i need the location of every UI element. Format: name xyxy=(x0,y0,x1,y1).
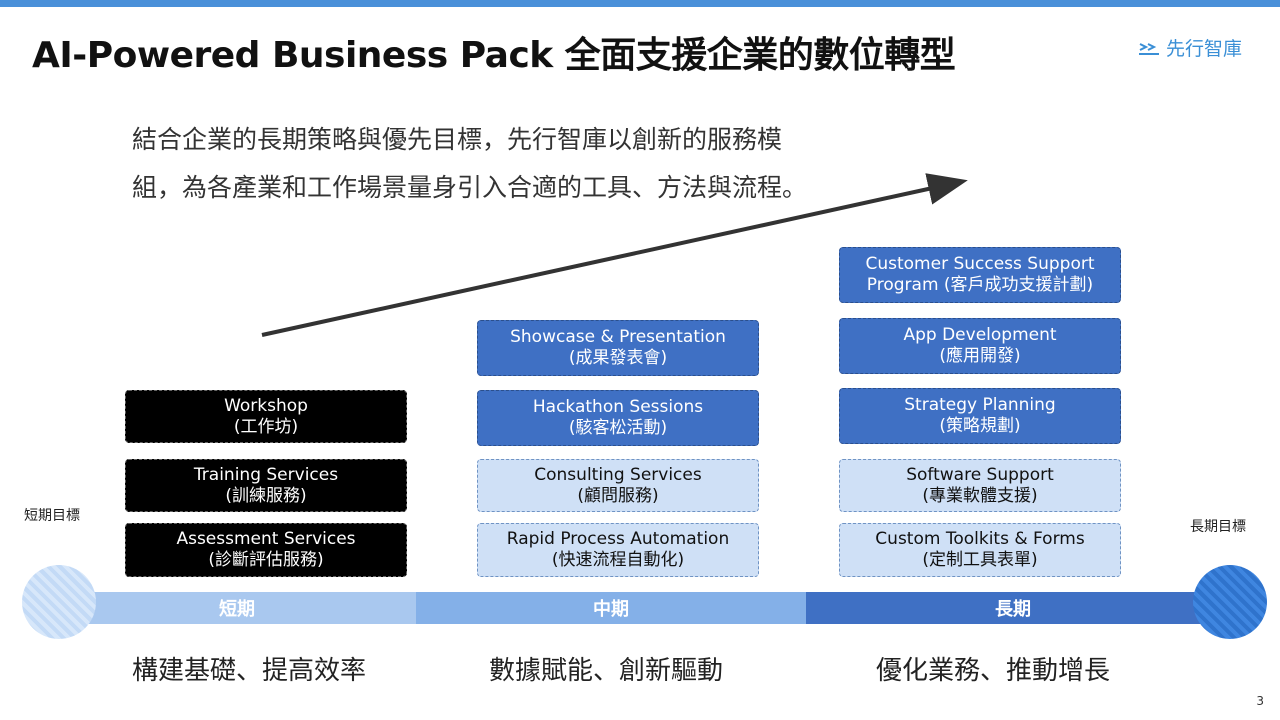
card-software-support: Software Support (專業軟體支援) xyxy=(839,459,1121,512)
timeline-short-segment: 短期 xyxy=(58,592,416,624)
timeline-mid-label: 中期 xyxy=(593,599,629,620)
timeline-long-label: 長期 xyxy=(995,599,1031,620)
long-term-goal-label: 長期目標 xyxy=(1190,519,1246,535)
page-number: 3 xyxy=(1256,694,1264,708)
card-workshop: Workshop (工作坊) xyxy=(125,390,407,443)
card-customer-success-support: Customer Success Support Program (客戶成功支援… xyxy=(839,247,1121,303)
card-custom-toolkits-forms: Custom Toolkits & Forms (定制工具表單) xyxy=(839,523,1121,577)
card-training-services: Training Services (訓練服務) xyxy=(125,459,407,512)
card-showcase-presentation: Showcase & Presentation (成果發表會) xyxy=(477,320,759,376)
card-strategy-planning: Strategy Planning (策略規劃) xyxy=(839,388,1121,444)
timeline-mid-segment: 中期 xyxy=(416,592,806,624)
card-app-development: App Development (應用開發) xyxy=(839,318,1121,374)
intro-line-2: 組，為各產業和工作場景量身引入合適的工具、方法與流程。 xyxy=(132,173,808,202)
short-term-goal-label: 短期目標 xyxy=(24,508,80,524)
long-term-circle xyxy=(1193,565,1267,639)
short-term-circle xyxy=(22,565,96,639)
card-hackathon-sessions: Hackathon Sessions (駭客松活動) xyxy=(477,390,759,446)
theme-mid-term: 數據賦能、創新驅動 xyxy=(489,656,724,686)
logo-text: 先行智庫 xyxy=(1165,38,1242,60)
card-rapid-process-automation: Rapid Process Automation (快速流程自動化) xyxy=(477,523,759,577)
logo-icon xyxy=(1138,42,1159,55)
top-accent-bar xyxy=(0,0,1280,7)
theme-short-term: 構建基礎、提高效率 xyxy=(132,656,367,686)
theme-long-term: 優化業務、推動增長 xyxy=(876,656,1111,686)
intro-text: 結合企業的長期策略與優先目標，先行智庫以創新的服務模 組，為各產業和工作場景量身… xyxy=(132,116,852,212)
brand-logo: 先行智庫 xyxy=(1138,34,1242,61)
timeline-short-label: 短期 xyxy=(219,599,255,620)
intro-line-1: 結合企業的長期策略與優先目標，先行智庫以創新的服務模 xyxy=(132,125,783,154)
timeline-long-segment: 長期 xyxy=(806,592,1220,624)
card-consulting-services: Consulting Services (顧問服務) xyxy=(477,459,759,512)
page-title: AI-Powered Business Pack 全面支援企業的數位轉型 xyxy=(32,35,956,76)
card-assessment-services: Assessment Services (診斷評估服務) xyxy=(125,523,407,577)
